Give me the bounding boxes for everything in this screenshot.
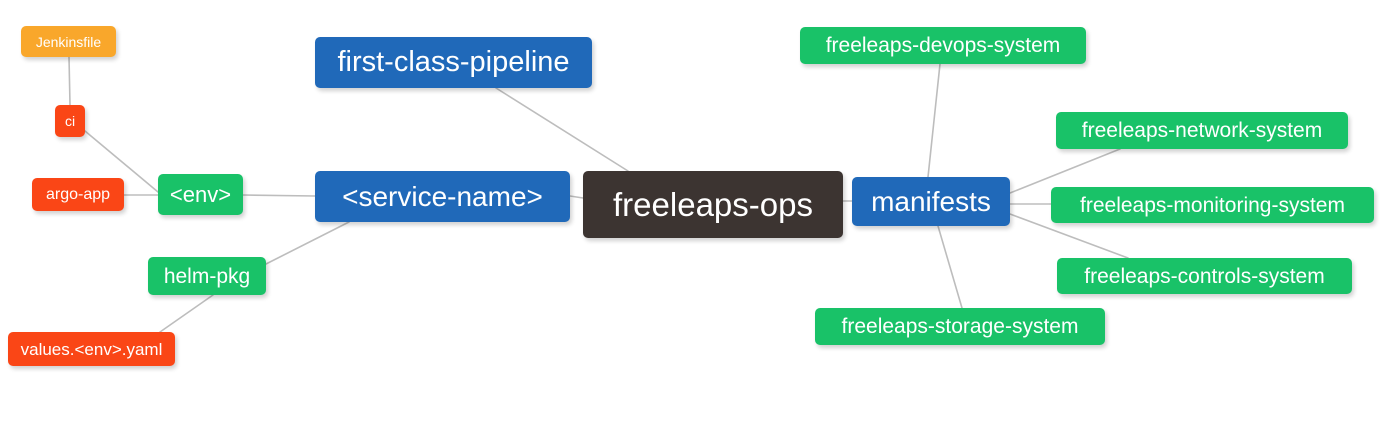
mindmap-node-argo-app[interactable]: argo-app xyxy=(32,178,124,211)
mindmap-node-label: freeleaps-storage-system xyxy=(841,315,1079,338)
mindmap-node-label: first-class-pipeline xyxy=(337,46,570,78)
mindmap-node-label: helm-pkg xyxy=(163,264,251,288)
mindmap-node-label: ci xyxy=(64,113,76,129)
edge-first-class-pipeline-to-freeleaps-ops xyxy=(495,87,629,172)
mindmap-node-label: <env> xyxy=(169,181,232,207)
mindmap-node-freeleaps-devops-system[interactable]: freeleaps-devops-system xyxy=(800,27,1086,64)
mindmap-node-ci[interactable]: ci xyxy=(55,105,85,137)
mindmap-node-freeleaps-network-system[interactable]: freeleaps-network-system xyxy=(1056,112,1348,149)
mindmap-node-label: freeleaps-ops xyxy=(613,186,813,223)
edge-helm-pkg-to-service-name xyxy=(265,221,350,265)
edge-env-to-service-name xyxy=(242,194,316,197)
edge-manifests-to-freeleaps-storage-system xyxy=(937,225,963,309)
mindmap-node-freeleaps-ops[interactable]: freeleaps-ops xyxy=(583,171,843,238)
mindmap-node-freeleaps-monitoring-system[interactable]: freeleaps-monitoring-system xyxy=(1051,187,1374,223)
mindmap-node-freeleaps-storage-system[interactable]: freeleaps-storage-system xyxy=(815,308,1105,345)
mindmap-node-freeleaps-controls-system[interactable]: freeleaps-controls-system xyxy=(1057,258,1352,294)
mindmap-node-env[interactable]: <env> xyxy=(158,174,243,215)
mindmap-node-helm-pkg[interactable]: helm-pkg xyxy=(148,257,266,295)
edge-values-env-yaml-to-helm-pkg xyxy=(159,294,214,333)
mindmap-node-label: freeleaps-controls-system xyxy=(1084,264,1325,288)
mindmap-node-label: argo-app xyxy=(45,185,111,203)
mindmap-node-label: Jenkinsfile xyxy=(35,33,102,50)
mindmap-node-label: freeleaps-monitoring-system xyxy=(1080,193,1345,217)
mindmap-node-label: values.<env>.yaml xyxy=(20,339,163,359)
mindmap-node-manifests[interactable]: manifests xyxy=(852,177,1010,226)
mindmap-node-label: freeleaps-network-system xyxy=(1081,119,1323,142)
edge-manifests-to-freeleaps-devops-system xyxy=(927,63,941,178)
mindmap-node-label: freeleaps-devops-system xyxy=(825,34,1061,57)
mindmap-node-first-class-pipeline[interactable]: first-class-pipeline xyxy=(315,37,592,88)
mindmap-node-values-env-yaml[interactable]: values.<env>.yaml xyxy=(8,332,175,366)
mindmap-node-jenkinsfile[interactable]: Jenkinsfile xyxy=(21,26,116,57)
edge-service-name-to-freeleaps-ops xyxy=(569,195,584,199)
mindmap-node-service-name[interactable]: <service-name> xyxy=(315,171,570,222)
edge-jenkinsfile-to-ci xyxy=(68,56,71,106)
mindmap-node-label: <service-name> xyxy=(342,180,543,212)
mindmap-node-label: manifests xyxy=(871,185,991,217)
